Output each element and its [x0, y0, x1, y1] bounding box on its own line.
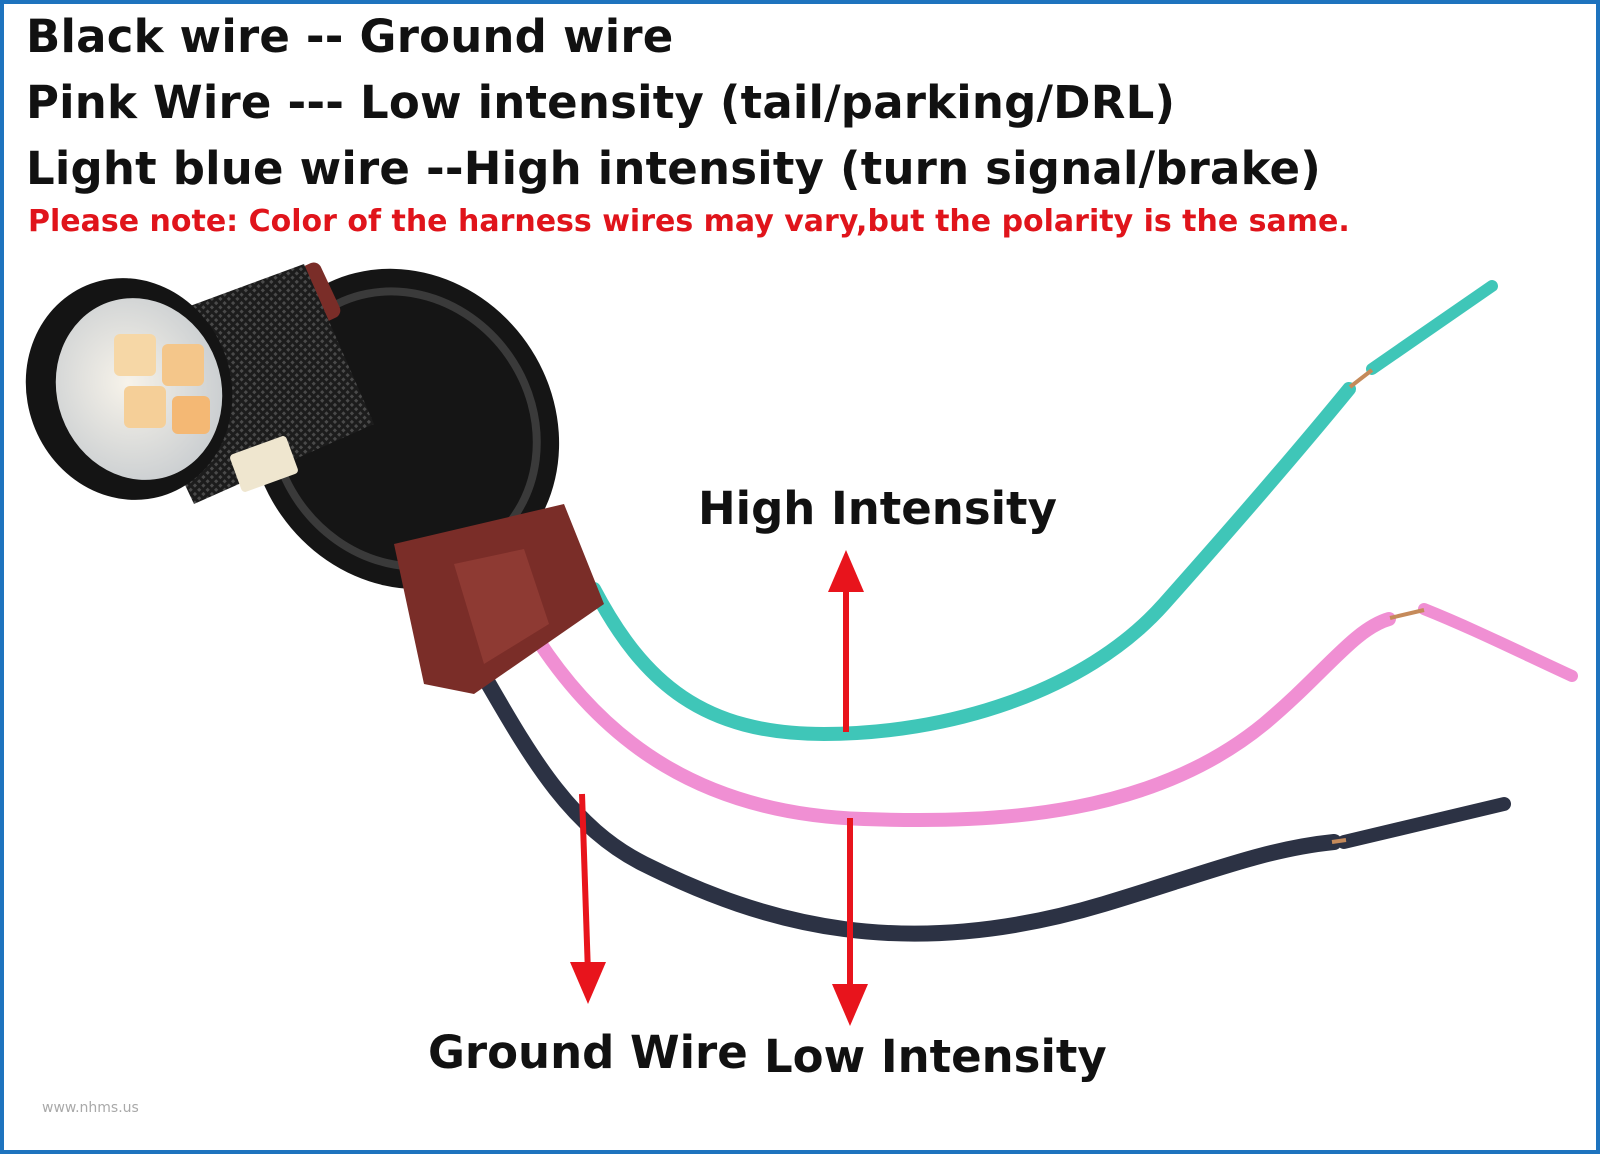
legend-blue-wire: Light blue wire --High intensity (turn s…: [26, 142, 1322, 195]
led-bulb: [25, 264, 374, 504]
bulb-harness-illustration: [25, 262, 1578, 1026]
ground-wire-arrow: [570, 793, 606, 1004]
low-intensity-arrow: [832, 818, 868, 1026]
bulb-socket: [247, 262, 604, 694]
polarity-note: Please note: Color of the harness wires …: [28, 204, 1350, 239]
high-intensity-arrow: [828, 550, 864, 732]
legend-ground-wire: Black wire -- Ground wire: [26, 10, 674, 63]
high-intensity-wire: [587, 280, 1498, 742]
ground-wire: [466, 651, 1511, 942]
legend-pink-wire: Pink Wire --- Low intensity (tail/parkin…: [26, 76, 1176, 129]
low-intensity-label: Low Intensity: [764, 1030, 1107, 1083]
low-intensity-wire: [527, 603, 1578, 828]
watermark: www.nhms.us: [42, 1100, 139, 1116]
high-intensity-label: High Intensity: [698, 482, 1057, 535]
ground-wire-label: Ground Wire: [428, 1026, 748, 1079]
